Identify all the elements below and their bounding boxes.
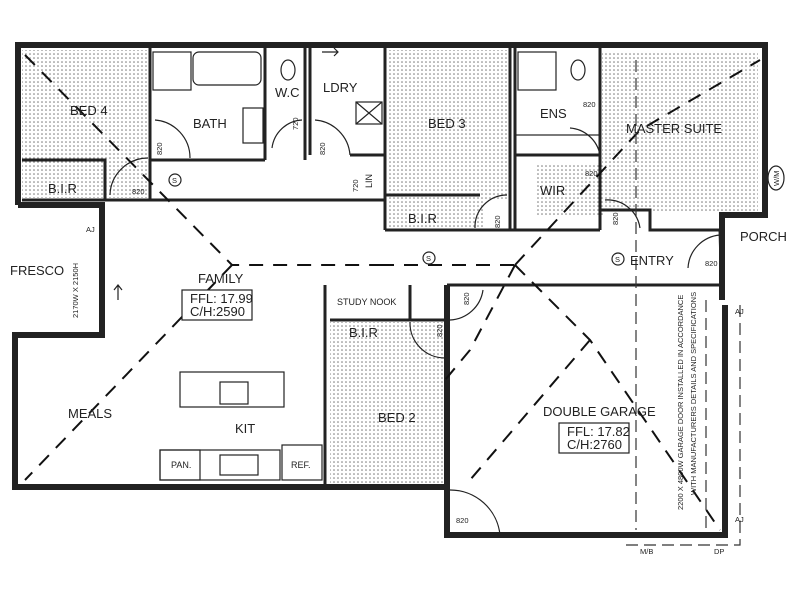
arrow-icon [322,47,339,57]
smoke-detector-icon [422,251,436,265]
misc-symbols: S S S W/M AJ AJ AJ M/B DP [86,47,785,556]
dimension-labels: 820 820 720 820 720 820 820 820 820 820 … [71,100,718,525]
arrow-icon [113,284,123,300]
svg-text:M/B: M/B [640,547,653,556]
bathtub [192,51,262,86]
label-double-garage: DOUBLE GARAGE [543,404,656,419]
svg-text:820: 820 [456,516,469,525]
svg-text:820: 820 [705,259,718,268]
label-ldry: LDRY [323,80,358,95]
label-entry: ENTRY [630,253,674,268]
label-study-nook: STUDY NOOK [337,297,396,307]
svg-text:C/H:2760: C/H:2760 [567,437,622,452]
svg-text:820: 820 [435,324,444,337]
svg-text:S: S [615,255,620,264]
label-bed2: BED 2 [378,410,416,425]
room-labels: BED 4 B.I.R BATH W.C LDRY LIN BED 3 B.I.… [10,80,787,470]
svg-text:820: 820 [462,292,471,305]
family-level-box: FFL: 17.99 C/H:2590 [181,289,253,321]
water-meter-icon [767,165,785,191]
laundry-tub [355,101,383,125]
wc-toilet [280,59,296,81]
label-kit: KIT [235,421,255,436]
internal-walls [22,45,724,487]
label-bath: BATH [193,116,227,131]
smoke-detector-icon [168,173,182,187]
label-lin: LIN [364,174,374,188]
label-fridge: REF. [291,460,311,470]
svg-text:C/H:2590: C/H:2590 [190,304,245,319]
svg-text:AJ: AJ [735,307,744,316]
label-family: FAMILY [198,271,244,286]
svg-text:WITH MANUFACTURERS DETAILS AND: WITH MANUFACTURERS DETAILS AND SPECIFICA… [689,292,698,495]
label-meals: MEALS [68,406,112,421]
label-wir: WIR [540,183,565,198]
garage-level-box: FFL: 17.82 C/H:2760 [558,422,630,454]
svg-text:820: 820 [585,169,598,178]
svg-text:DP: DP [714,547,724,556]
pantry [159,449,201,481]
kitchen-island [179,371,285,408]
svg-text:FFL: 17.99: FFL: 17.99 [190,291,253,306]
label-wc: W.C [275,85,300,100]
roof-lines [24,54,761,546]
svg-text:820: 820 [318,142,327,155]
label-ens: ENS [540,106,567,121]
garage-door-note: 2200 X 4800W GARAGE DOOR INSTALLED IN AC… [676,292,698,510]
fixtures [152,51,601,481]
label-porch: PORCH [740,229,787,244]
ensuite-shower [517,51,557,91]
label-bed3-bir: B.I.R [408,211,437,226]
svg-text:AJ: AJ [735,515,744,524]
svg-text:820: 820 [611,212,620,225]
fridge-space [281,444,323,481]
label-master-suite: MASTER SUITE [626,121,722,136]
label-bed4: BED 4 [70,103,108,118]
svg-text:AJ: AJ [86,225,95,234]
shower-bath [152,51,192,91]
svg-text:820: 820 [132,187,145,196]
kitchen-sink [219,381,249,405]
label-bed4-bir: B.I.R [48,181,77,196]
svg-text:720: 720 [351,179,360,192]
svg-text:820: 820 [493,215,502,228]
svg-text:W/M: W/M [772,171,781,186]
smoke-detector-icon [611,252,625,266]
svg-text:S: S [172,176,177,185]
svg-text:2170W X 2150H: 2170W X 2150H [71,263,80,318]
label-bed2-bir: B.I.R [349,325,378,340]
label-alfresco: FRESCO [10,263,64,278]
svg-text:2200 X 4800W GARAGE DOOR INSTA: 2200 X 4800W GARAGE DOOR INSTALLED IN AC… [676,295,685,510]
svg-text:820: 820 [155,142,164,155]
door-swings [109,119,721,536]
label-pantry: PAN. [171,460,191,470]
label-bed3: BED 3 [428,116,466,131]
svg-text:720: 720 [291,117,300,130]
external-walls [12,42,768,538]
ensuite-toilet [570,59,586,81]
cooktop [219,454,259,476]
bath-vanity [242,107,264,144]
svg-text:FFL: 17.82: FFL: 17.82 [567,424,630,439]
svg-text:S: S [426,254,431,263]
ensuite-vanity [514,134,601,156]
svg-text:820: 820 [583,100,596,109]
